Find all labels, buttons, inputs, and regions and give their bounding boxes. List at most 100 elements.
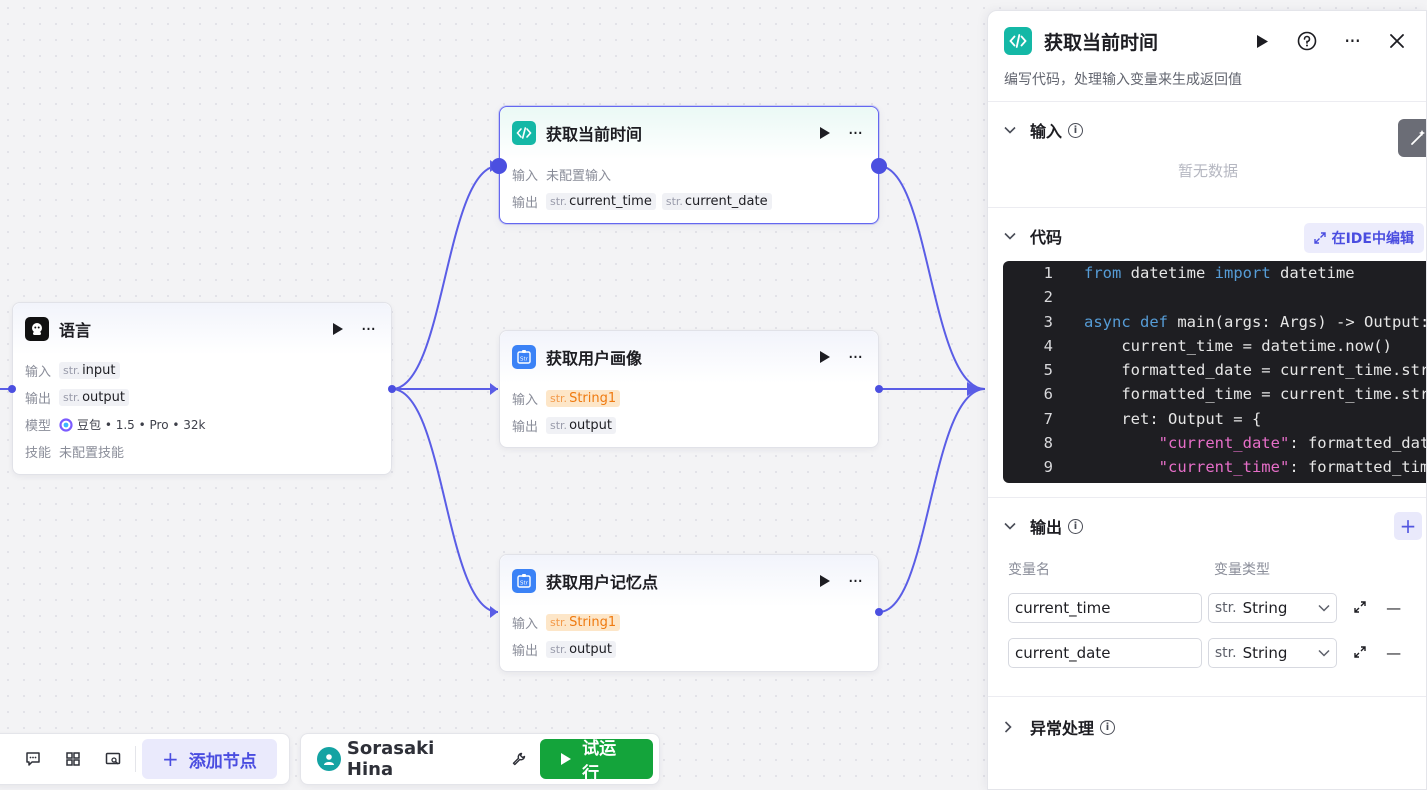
- input-label: 输入: [512, 393, 539, 408]
- wrench-icon[interactable]: [502, 739, 536, 779]
- code-section-header[interactable]: 代码: [988, 208, 1426, 264]
- input-section: 输入 i 暂无数据: [988, 102, 1426, 208]
- expand-icon: [1313, 232, 1326, 244]
- code-line: 6 formatted_time = current_time.strftime: [1043, 385, 1426, 404]
- code-line: 10 }: [1003, 480, 1426, 484]
- output-var-row: current_date str. String —: [988, 630, 1426, 675]
- node-llm[interactable]: 语言 ··· 输入 str.input 输出 str.output 模型 豆包 …: [12, 302, 392, 475]
- node-more-icon[interactable]: ···: [847, 570, 863, 592]
- node-get-memory[interactable]: Str 获取用户记忆点 ··· 输入 str.String1 输出 str.ou…: [499, 554, 879, 672]
- time-input-port[interactable]: [491, 158, 507, 174]
- input-value: 未配置输入: [546, 169, 612, 184]
- input-label: 输入: [512, 169, 539, 184]
- remove-icon[interactable]: —: [1386, 598, 1402, 617]
- zoom-control-icon[interactable]: [0, 739, 13, 779]
- info-icon[interactable]: i: [1100, 719, 1116, 735]
- node-run-icon[interactable]: [814, 570, 836, 592]
- remove-icon[interactable]: —: [1386, 643, 1402, 662]
- magic-wand-icon: [1411, 130, 1425, 145]
- var-name-input[interactable]: current_date: [1008, 637, 1202, 668]
- memory-output-port[interactable]: [875, 608, 883, 616]
- canvas-toolbar: + 添加节点: [0, 733, 290, 785]
- info-icon[interactable]: i: [1068, 518, 1084, 534]
- node-config-panel: 获取当前时间 ··· 编写代码，处理输入变量来生成返回值 输入 i 暂无数据 代…: [987, 10, 1427, 790]
- play-icon: [561, 753, 572, 765]
- llm-output-port[interactable]: [388, 385, 396, 393]
- svg-text:Str: Str: [520, 581, 529, 587]
- var-type-select[interactable]: str. String: [1207, 592, 1338, 623]
- input-label: 输入: [25, 365, 52, 380]
- close-icon[interactable]: [1384, 28, 1410, 54]
- code-line: 7 ret: Output = {: [1043, 409, 1262, 428]
- chevron-down-icon: [1318, 646, 1330, 660]
- var-name-input[interactable]: current_time: [1008, 592, 1202, 623]
- node-get-time-title: 获取当前时间: [546, 125, 643, 144]
- panel-title: 获取当前时间: [1044, 31, 1159, 54]
- node-run-icon[interactable]: [327, 318, 349, 340]
- output-tag: str.output: [546, 641, 616, 658]
- expand-icon[interactable]: [1345, 599, 1374, 617]
- input-tag: str.String1: [546, 614, 621, 631]
- input-section-header[interactable]: 输入 i: [988, 102, 1426, 158]
- code-line: 8 "current_date": formatted_date,: [1043, 434, 1426, 453]
- profile-output-port[interactable]: [875, 385, 883, 393]
- more-icon[interactable]: ···: [1343, 29, 1361, 53]
- plugin-icon: Str: [512, 345, 536, 369]
- empty-state: 暂无数据: [1177, 162, 1238, 180]
- skill-value: 未配置技能: [59, 446, 125, 461]
- input-label: 输入: [512, 617, 539, 632]
- node-get-profile[interactable]: Str 获取用户画像 ··· 输入 str.String1 输出 str.out…: [499, 330, 879, 448]
- comment-icon[interactable]: [13, 739, 53, 779]
- help-icon[interactable]: [1294, 28, 1320, 54]
- chevron-down-icon: [1004, 126, 1018, 134]
- edge-llm-to-memory: [391, 388, 499, 613]
- edge-time-to-end: [878, 165, 986, 390]
- input-tag: str.input: [59, 362, 120, 379]
- add-output-button[interactable]: +: [1394, 512, 1422, 540]
- expand-icon[interactable]: [1345, 644, 1374, 662]
- output-tag-current-date: str.current_date: [661, 193, 772, 210]
- output-label: 输出: [512, 196, 539, 211]
- var-type-select[interactable]: str. String: [1207, 637, 1338, 668]
- chevron-down-icon: [1004, 522, 1018, 530]
- output-tag: str.output: [59, 389, 129, 406]
- avatar[interactable]: [317, 747, 341, 771]
- run-icon[interactable]: [1249, 28, 1275, 54]
- node-more-icon[interactable]: ···: [847, 122, 863, 144]
- code-line: 2: [1043, 288, 1053, 307]
- error-handling-header[interactable]: 异常处理 i: [988, 697, 1426, 757]
- time-output-port[interactable]: [871, 158, 887, 174]
- doubao-icon: [59, 417, 73, 432]
- output-section-header[interactable]: 输出 i: [988, 498, 1426, 554]
- edge-llm-to-time: [391, 165, 499, 390]
- node-llm-title: 语言: [59, 321, 92, 340]
- test-run-button[interactable]: 试运行: [540, 739, 653, 784]
- node-more-icon[interactable]: ···: [360, 318, 376, 340]
- add-node-button[interactable]: + 添加节点: [142, 739, 277, 779]
- run-toolbar: Sorasaki Hina 试运行: [300, 733, 660, 785]
- model-label: 模型: [25, 419, 52, 434]
- col-var-name: 变量名: [1008, 562, 1050, 578]
- chevron-down-icon: [1004, 232, 1018, 240]
- node-more-icon[interactable]: ···: [847, 346, 863, 368]
- svg-text:Str: Str: [520, 357, 529, 363]
- col-var-type: 变量类型: [1214, 562, 1270, 578]
- code-icon: [1004, 27, 1032, 55]
- code-line: 5 formatted_date = current_time.strftime: [1043, 361, 1426, 380]
- node-get-time[interactable]: 获取当前时间 ··· 输入 未配置输入 输出 str.current_time …: [499, 106, 879, 224]
- magic-wand-button[interactable]: [1398, 119, 1426, 157]
- info-icon[interactable]: i: [1068, 122, 1084, 138]
- edit-in-ide-button[interactable]: 在IDE中编辑: [1303, 223, 1424, 253]
- minimap-icon[interactable]: [93, 739, 133, 779]
- node-get-memory-title: 获取用户记忆点: [546, 573, 659, 592]
- layout-grid-icon[interactable]: [53, 739, 93, 779]
- plugin-icon: Str: [512, 569, 536, 593]
- code-line: 9 "current_time": formatted_time: [1043, 458, 1427, 477]
- llm-input-port[interactable]: [8, 385, 16, 393]
- model-value: 豆包 • 1.5 • Pro • 32k: [59, 416, 205, 433]
- node-run-icon[interactable]: [814, 346, 836, 368]
- node-run-icon[interactable]: [814, 122, 836, 144]
